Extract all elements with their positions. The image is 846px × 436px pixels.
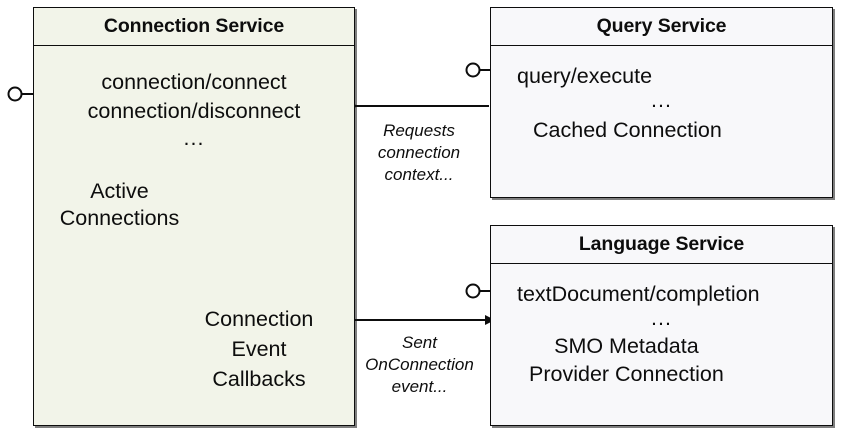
query-service-box[interactable]: Query Service query/execute ... Cached C… [490, 7, 833, 198]
language-service-box[interactable]: Language Service textDocument/completion… [490, 225, 833, 426]
query-service-operations-more: ... [651, 88, 672, 112]
smo-provider-artifact: SMO Metadata Provider Connection [529, 332, 724, 388]
sent-label-line2: OnConnection [365, 355, 474, 374]
connection-service-body: connection/connect connection/disconnect… [34, 46, 354, 425]
smo-provider-line1: SMO Metadata [554, 334, 699, 358]
connection-service-box[interactable]: Connection Service connection/connect co… [33, 7, 355, 426]
active-connections-line1: Active [90, 179, 149, 203]
callbacks-line1: Connection [204, 307, 314, 331]
requests-label-line2: connection [377, 143, 461, 162]
callbacks-line2: Event [231, 337, 287, 361]
requests-label-line1: Requests [383, 121, 455, 140]
operation-connection-disconnect[interactable]: connection/disconnect [87, 99, 301, 123]
requests-label-line3: context... [384, 165, 454, 184]
connector-label-sent-onconnection-event: Sent OnConnection event... [352, 332, 487, 398]
sent-label-line1: Sent [402, 333, 437, 352]
active-connections-line2: Connections [59, 206, 180, 230]
connector-label-requests-connection-context: Requests connection context... [358, 120, 480, 186]
connection-service-operations-more: ... [183, 126, 205, 150]
cached-connection-artifact: Cached Connection [533, 118, 722, 143]
operation-query-execute[interactable]: query/execute [517, 64, 653, 88]
active-connections-label: Active Connections [42, 178, 197, 232]
language-service-title: Language Service [491, 226, 832, 264]
sent-label-line3: event... [391, 377, 448, 396]
query-service-title: Query Service [491, 8, 832, 46]
callbacks-line3: Callbacks [212, 367, 306, 391]
language-service-body: textDocument/completion ... SMO Metadata… [491, 264, 832, 425]
smo-provider-label: SMO Metadata Provider Connection [529, 332, 724, 388]
operation-connection-connect[interactable]: connection/connect [101, 70, 287, 94]
query-service-body: query/execute ... Cached Connection [491, 46, 832, 197]
connection-event-callbacks-label: Connection Event Callbacks [189, 304, 329, 394]
cached-connection-label: Cached Connection [533, 118, 722, 142]
connection-service-operations: connection/connect connection/disconnect… [34, 68, 354, 150]
smo-provider-line2: Provider Connection [529, 362, 724, 386]
connection-service-title: Connection Service [34, 8, 354, 46]
language-service-operations-more: ... [651, 306, 672, 330]
operation-textdocument-completion[interactable]: textDocument/completion [517, 282, 760, 306]
